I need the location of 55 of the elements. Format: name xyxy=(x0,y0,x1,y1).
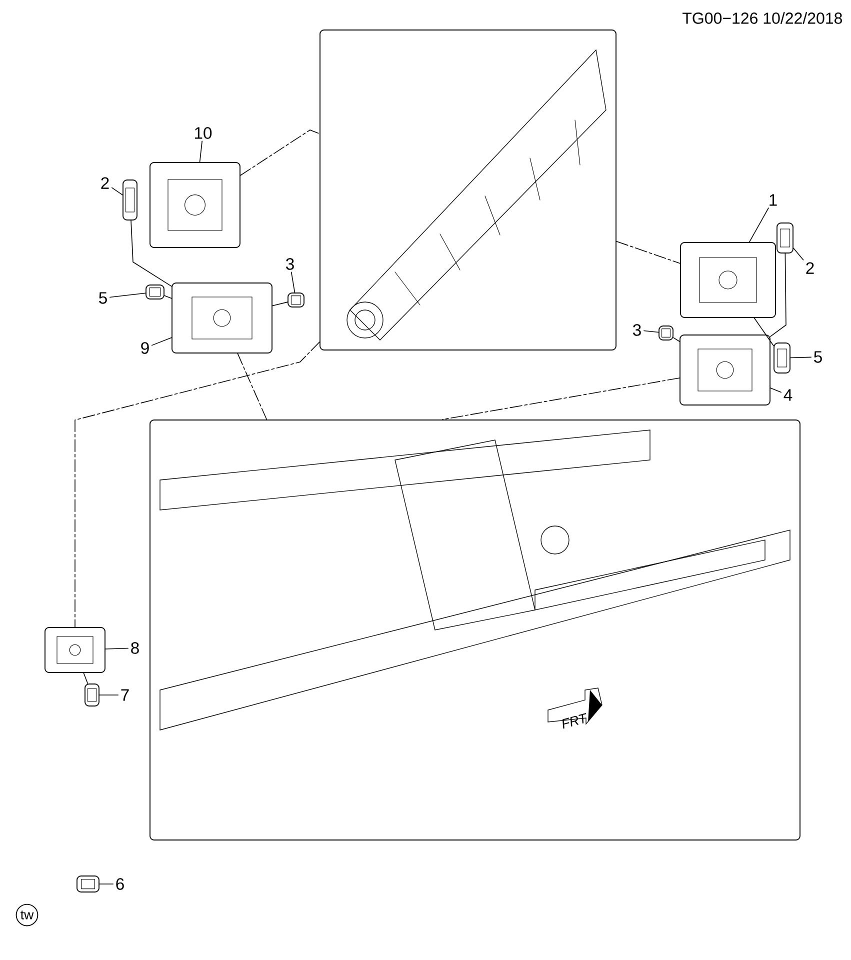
mount-bracket-drawing xyxy=(680,334,770,406)
leader-line xyxy=(793,248,804,260)
leader-line xyxy=(770,388,782,393)
callout-number: 9 xyxy=(141,342,149,354)
bolt-drawing xyxy=(122,180,138,220)
callout-number: 5 xyxy=(814,351,822,363)
alignment-line xyxy=(616,240,680,264)
drawing-number: TG00−126 10/22/2018 xyxy=(682,12,842,24)
installation-line xyxy=(83,672,88,684)
leader-line xyxy=(290,272,296,293)
installation-line xyxy=(770,253,786,337)
installation-line xyxy=(130,220,172,287)
direction-label: FRT xyxy=(562,713,586,729)
transmission-mount-drawing xyxy=(44,627,106,673)
callout-number: 8 xyxy=(131,642,139,654)
callout-number: 10 xyxy=(195,127,212,139)
transmission-drawing xyxy=(320,30,616,350)
bolt-drawing xyxy=(774,342,790,374)
engine-mount-drawing xyxy=(150,162,240,248)
leader-line xyxy=(748,208,769,242)
alignment-line xyxy=(237,353,268,420)
installation-line xyxy=(754,318,774,346)
installation-line xyxy=(272,302,288,306)
callout-number: 6 xyxy=(116,878,124,890)
callout-number: 3 xyxy=(633,324,641,336)
bolt-drawing xyxy=(146,284,164,300)
nut-drawing xyxy=(658,326,674,340)
mount-bracket-drawing xyxy=(172,282,272,354)
bolt-drawing xyxy=(84,684,100,706)
leader-line xyxy=(110,292,146,298)
leader-line xyxy=(105,648,128,650)
callout-number: 4 xyxy=(784,389,792,401)
callout-number: 1 xyxy=(770,194,777,206)
alignment-line xyxy=(240,130,320,176)
leader-line xyxy=(790,356,812,358)
nut-drawing xyxy=(288,292,304,308)
leader-line xyxy=(99,694,118,696)
leader-line xyxy=(152,337,172,346)
callout-number: 3 xyxy=(286,258,294,270)
installation-line xyxy=(164,295,172,299)
engine-mount-drawing xyxy=(680,242,776,318)
illustrator-mark: tw xyxy=(16,904,38,926)
leader-line xyxy=(199,140,202,162)
callout-number: 5 xyxy=(99,292,107,304)
alignment-line xyxy=(442,378,680,420)
nut-drawing xyxy=(76,876,100,892)
leader-line xyxy=(644,330,659,333)
frame-drawing xyxy=(150,420,800,840)
leader-line xyxy=(112,187,123,196)
alignment-line xyxy=(74,342,320,628)
installation-line xyxy=(673,337,680,342)
callout-number: 7 xyxy=(121,689,129,701)
bolt-drawing xyxy=(776,222,794,254)
callout-number: 2 xyxy=(101,177,109,189)
callout-number: 2 xyxy=(806,262,814,274)
